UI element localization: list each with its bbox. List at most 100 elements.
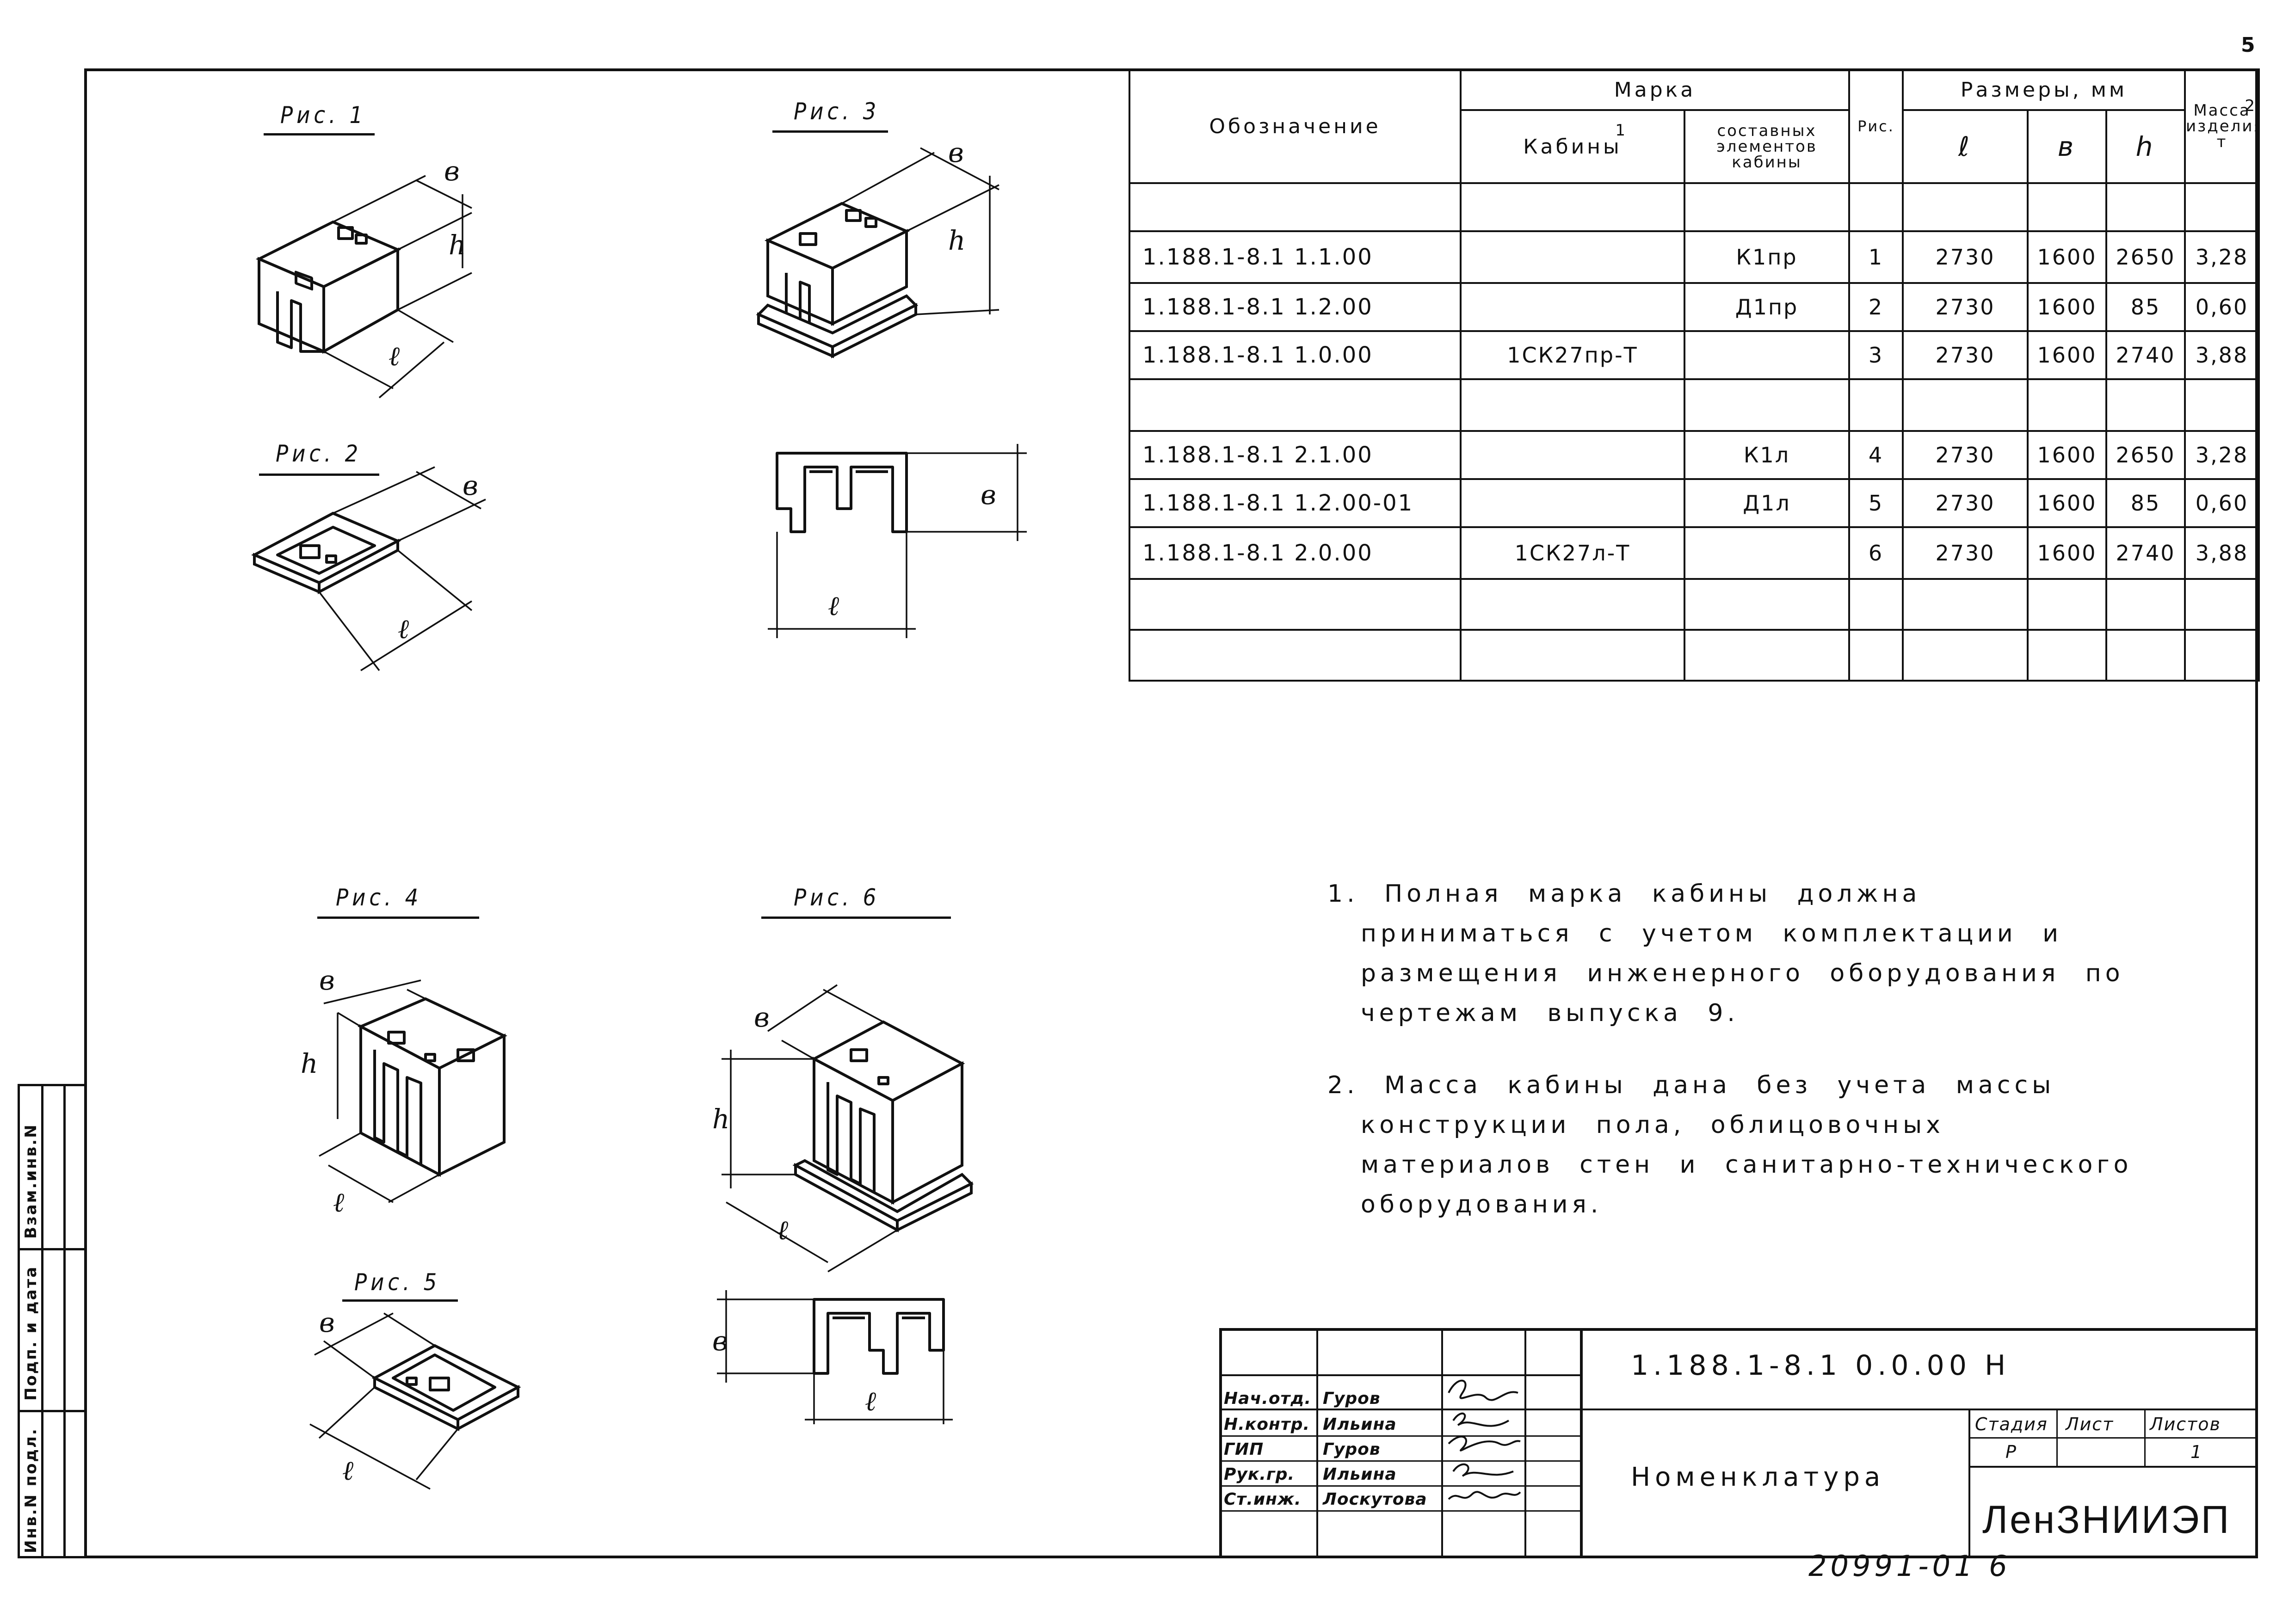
row-figure: 3 [1848, 330, 1904, 380]
header-l: ℓ [1902, 109, 2029, 184]
figure-4-cabin-drawing: в h ℓ [301, 965, 507, 1218]
row-cabin [1460, 282, 1685, 332]
header-elements: составных элементов кабины [1684, 109, 1850, 184]
figure-3-plan-dim-b: в [981, 479, 996, 511]
document-code: 1.188.1-8.1 0.0.00 Н [1631, 1349, 2011, 1382]
signer-name: Гуров [1323, 1389, 1381, 1408]
stage-value: Р [2005, 1442, 2017, 1462]
side-strip-row-divider [20, 1248, 84, 1250]
header-designation: Обозначение [1129, 68, 1462, 184]
row-height: 85 [2105, 282, 2186, 332]
figure-6-cabin-assembly-drawing: в h ℓ [712, 984, 974, 1273]
figure-6-dim-l: ℓ [777, 1214, 788, 1246]
table-row [1129, 378, 2260, 432]
figure-4-dim-h: h [301, 1048, 318, 1079]
header-figure: Рис. [1848, 68, 1904, 184]
figure-3-dim-b: в [948, 137, 964, 168]
side-strip-divider [41, 1086, 43, 1556]
notes: 1. Полная марка кабины должна приниматьс… [1327, 874, 2151, 1257]
row-cabin: 1СК27л-Т [1460, 526, 1685, 580]
figure-6-underline [761, 917, 951, 919]
signer-role: Рук.гр. [1224, 1465, 1295, 1484]
row-length: 2730 [1902, 526, 2029, 580]
side-strip-divider [63, 1086, 66, 1556]
table-row [1129, 629, 2260, 682]
row-length: 2730 [1902, 330, 2029, 380]
row-designation: 1.188.1-8.1 1.0.00 [1129, 330, 1462, 380]
row-mass: 3,28 [2184, 430, 2260, 480]
row-figure: 5 [1848, 478, 1904, 528]
figure-1-dim-b: в [444, 155, 460, 187]
figure-5-dim-l: ℓ [342, 1455, 353, 1486]
figure-3-dim-h: h [948, 225, 965, 256]
row-mass: 3,28 [2184, 230, 2260, 284]
row-height: 2650 [2105, 230, 2186, 284]
row-height: 85 [2105, 478, 2186, 528]
row-designation: 1.188.1-8.1 1.2.00 [1129, 282, 1462, 332]
signer-name: Ильина [1323, 1415, 1397, 1434]
title-block: 1.188.1-8.1 0.0.00 Н Номенклатура Стадия… [1219, 1328, 2258, 1558]
header-cabin-label: Кабины [1523, 135, 1622, 159]
row-element: Д1л [1684, 478, 1850, 528]
row-width: 1600 [2027, 526, 2107, 580]
figure-1-cabin-drawing: в h ℓ [255, 155, 472, 399]
row-mass: 3,88 [2184, 526, 2260, 580]
signer-role: Ст.инж. [1224, 1490, 1302, 1509]
figure-6-plan-drawing: в ℓ [712, 1290, 953, 1424]
nomenclature-table: Обозначение Марка Рис. Размеры, мм Масса… [1129, 68, 2260, 682]
header-cabin-note: 1 [1615, 121, 1628, 140]
row-mass: 0,60 [2184, 478, 2260, 528]
row-element: К1л [1684, 430, 1850, 480]
figure-2-floor-slab-drawing: в ℓ [251, 466, 486, 671]
row-cabin [1460, 478, 1685, 528]
row-designation: 1.188.1-8.1 2.0.00 [1129, 526, 1462, 580]
header-h: h [2105, 109, 2186, 184]
figure-6-plan-dim-b: в [712, 1325, 728, 1357]
sheet-label: Лист [2066, 1414, 2114, 1434]
row-width: 1600 [2027, 230, 2107, 284]
figure-1-title: Рис. 1 [280, 102, 367, 129]
row-designation: 1.188.1-8.1 1.1.00 [1129, 230, 1462, 284]
row-width: 1600 [2027, 282, 2107, 332]
row-cabin: 1СК27пр-Т [1460, 330, 1685, 380]
side-strip: Взам.инв.N Подп. и дата Инв.N подл. [18, 1084, 84, 1558]
figure-5-title: Рис. 5 [354, 1269, 441, 1296]
figure-4-underline [317, 917, 479, 919]
signer-name: Лоскутова [1323, 1490, 1427, 1509]
figure-1-dim-l: ℓ [389, 340, 400, 372]
sheets-label: Листов [2150, 1414, 2221, 1434]
figure-2-dim-b: в [463, 470, 478, 501]
figure-6-dim-b: в [754, 1002, 770, 1033]
figure-4-title: Рис. 4 [336, 884, 422, 911]
row-length: 2730 [1902, 230, 2029, 284]
figure-6-title: Рис. 6 [794, 884, 880, 911]
row-figure: 2 [1848, 282, 1904, 332]
organization-name: ЛенЗНИИЭП [1982, 1498, 2231, 1541]
figure-4-dim-b: в [319, 965, 335, 996]
row-designation: 1.188.1-8.1 2.1.00 [1129, 430, 1462, 480]
side-strip-row-divider [20, 1410, 84, 1412]
side-sign-date: Подп. и дата [22, 1265, 40, 1401]
row-length: 2730 [1902, 478, 2029, 528]
row-element [1684, 330, 1850, 380]
figure-6-dim-h: h [712, 1103, 729, 1135]
header-cabin: Кабины 1 [1460, 109, 1685, 184]
row-width: 1600 [2027, 430, 2107, 480]
figure-4-dim-l: ℓ [333, 1187, 344, 1218]
figure-3-underline [772, 130, 888, 133]
sheets-value: 1 [2190, 1442, 2203, 1462]
row-height: 2740 [2105, 330, 2186, 380]
header-mass-note: 2 [2245, 97, 2257, 115]
figure-1-underline [264, 133, 375, 135]
row-designation: 1.188.1-8.1 1.2.00-01 [1129, 478, 1462, 528]
figure-3-plan-dim-l: ℓ [828, 590, 839, 621]
figure-1-dim-h: h [449, 229, 466, 261]
row-cabin [1460, 230, 1685, 284]
figure-5-floor-slab-drawing: в ℓ [309, 1307, 521, 1490]
signer-name: Гуров [1323, 1440, 1381, 1459]
figure-6-plan-dim-l: ℓ [865, 1385, 876, 1417]
